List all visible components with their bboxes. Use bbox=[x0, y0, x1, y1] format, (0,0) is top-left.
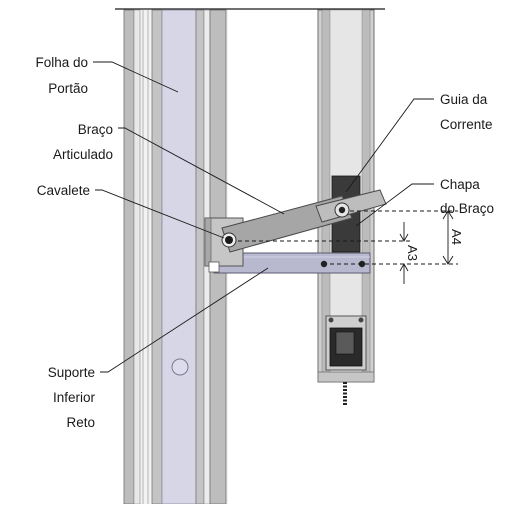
label-gate-leaf-2: Portão bbox=[48, 81, 88, 96]
gate-leaf bbox=[123, 9, 228, 505]
dimension-lines bbox=[238, 210, 458, 284]
label-arm-plate-2: do Braço bbox=[440, 201, 494, 216]
label-chain-guide-1: Guia da bbox=[440, 92, 488, 107]
label-support-2: Inferior bbox=[53, 390, 96, 405]
label-support-3: Reto bbox=[66, 415, 95, 430]
label-arm-1: Braço bbox=[78, 122, 113, 137]
support-bolt-1 bbox=[320, 260, 328, 268]
dim-label-a3: A3 bbox=[405, 245, 420, 261]
articulated-arm bbox=[221, 189, 387, 253]
leader-lines bbox=[93, 61, 434, 373]
label-chain-guide-2: Corrente bbox=[440, 117, 493, 132]
label-arm-plate-1: Chapa bbox=[440, 177, 480, 192]
gate-hole bbox=[171, 358, 189, 376]
label-gate-leaf-1: Folha do bbox=[35, 55, 88, 70]
dim-label-a4: A4 bbox=[449, 229, 464, 245]
label-arm-2: Articulado bbox=[53, 147, 113, 162]
labels: Folha do Portão Braço Articulado Cavalet… bbox=[35, 55, 494, 430]
label-bracket: Cavalete bbox=[37, 183, 90, 198]
label-support-1: Suporte bbox=[48, 365, 95, 380]
